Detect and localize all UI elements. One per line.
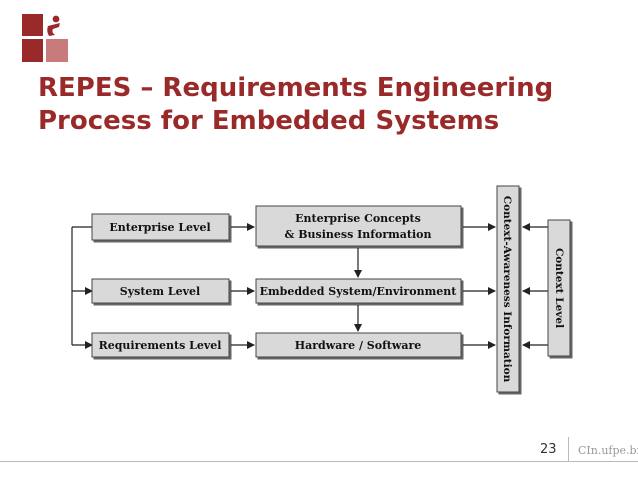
context-awareness-bar: Context-Awareness Information: [496, 185, 520, 393]
context-arrows: [522, 223, 548, 349]
left-connector: [71, 226, 93, 349]
content-box-system: Embedded System/Environment: [255, 278, 462, 304]
context-awareness-label: Context-Awareness Information: [501, 196, 513, 383]
logo-icon: [22, 14, 68, 62]
level-arrows: [231, 223, 255, 349]
level-box-requirements: Requirements Level: [91, 332, 230, 358]
level-label-enterprise: Enterprise Level: [109, 221, 210, 234]
awareness-arrows: [463, 223, 496, 349]
content-label-hardware: Hardware / Software: [295, 339, 422, 352]
content-label-system: Embedded System/Environment: [260, 285, 458, 298]
title-line-1: REPES – Requirements Engineering: [38, 73, 554, 103]
context-level-label: Context Level: [553, 248, 565, 328]
slide-title: REPES – Requirements Engineering Process…: [38, 72, 618, 138]
site-label: CIn.ufpe.br: [578, 444, 638, 457]
level-box-enterprise: Enterprise Level: [91, 213, 230, 241]
context-level-box: Context Level: [547, 219, 571, 357]
content-box-enterprise: Enterprise Concepts & Business Informati…: [255, 205, 462, 247]
level-label-requirements: Requirements Level: [99, 339, 222, 352]
content-box-hardware: Hardware / Software: [255, 332, 462, 358]
level-box-system: System Level: [91, 278, 230, 304]
level-label-system: System Level: [120, 285, 200, 298]
content-label-enterprise-1: Enterprise Concepts: [295, 212, 421, 225]
footer-separator: [568, 437, 569, 461]
page-number: 23: [540, 442, 557, 457]
content-label-enterprise-2: & Business Information: [284, 228, 431, 241]
footer-divider: [0, 461, 638, 462]
title-line-2: Process for Embedded Systems: [38, 106, 500, 136]
